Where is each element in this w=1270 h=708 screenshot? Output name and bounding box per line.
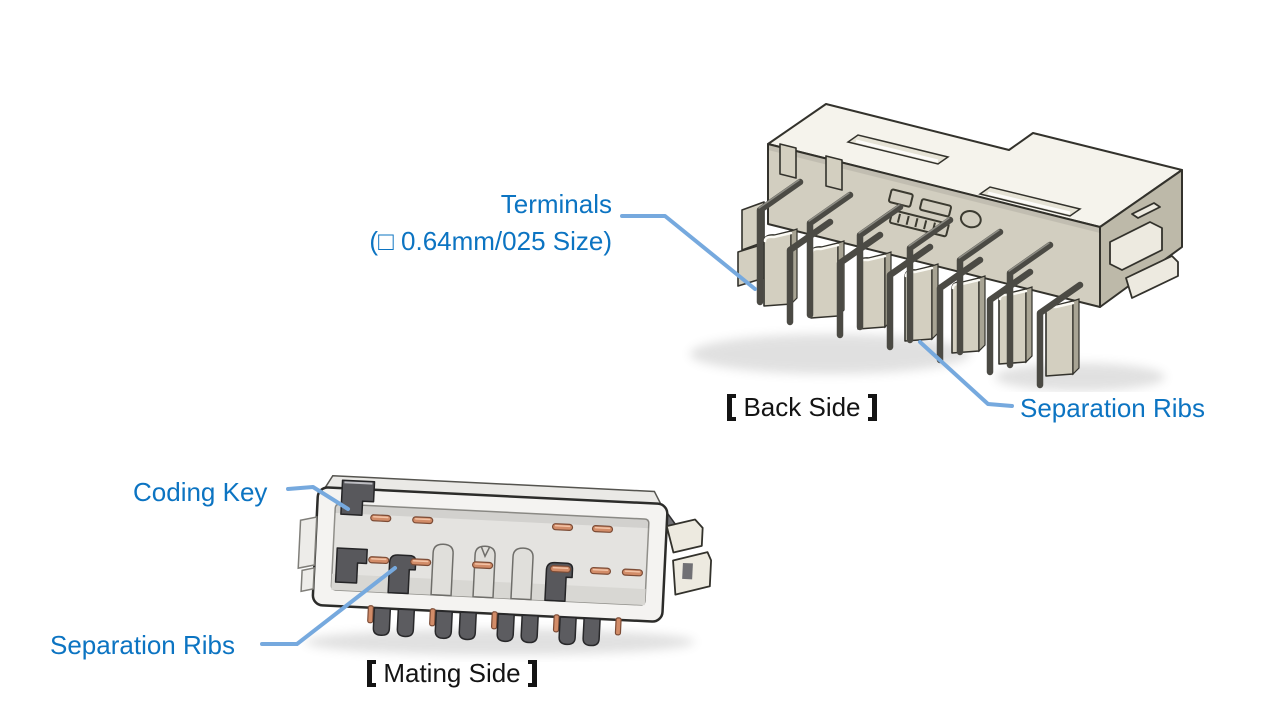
left-side-tabs (297, 516, 318, 593)
housing-leg (434, 610, 454, 640)
terminal-pin (956, 228, 1004, 356)
separation-ribs-mating-label: Separation Ribs (50, 630, 235, 660)
copper-pin (614, 617, 622, 636)
copper-pin (552, 614, 560, 633)
terminal-pin (936, 256, 984, 364)
separation-ribs-back-label: Separation Ribs (1020, 393, 1205, 423)
terminal-pin (836, 231, 884, 339)
lenticular-bracket-right-icon (867, 393, 877, 421)
copper-pin (429, 608, 436, 627)
drop-shadow (995, 363, 1165, 391)
coding-key-label: Coding Key (133, 477, 268, 507)
separation-rib (998, 286, 1033, 365)
mating-side-caption: Mating Side (352, 657, 552, 689)
terminal-pin (906, 216, 954, 344)
terminal-pin (756, 178, 804, 306)
terminals-label-line2: (□ 0.64mm/025 Size) (369, 226, 612, 256)
terminals-label-line1: Terminals (500, 189, 612, 219)
housing-leg (558, 616, 577, 646)
drop-shadow (690, 334, 970, 374)
housing-leg (582, 617, 601, 647)
lenticular-bracket-left-icon (367, 659, 377, 687)
copper-pins (368, 514, 643, 577)
terminal-pin (1006, 241, 1054, 369)
lenticular-bracket-left-icon (727, 393, 737, 421)
mating-side-connector-render (297, 474, 712, 655)
top-slots (846, 134, 1082, 217)
housing-leg (520, 614, 539, 644)
separation-rib (1045, 298, 1080, 377)
mating-side-caption-text: Mating Side (383, 658, 521, 688)
housing-leg (496, 613, 515, 643)
housing-leg (396, 608, 416, 638)
housing-leg (372, 607, 392, 637)
lenticular-bracket-right-icon (527, 659, 537, 687)
copper-pin (367, 605, 374, 624)
terminal-pin (856, 203, 904, 331)
back-side-connector-render (690, 103, 1183, 391)
terminal-pin (786, 218, 834, 326)
terminal-pin (806, 191, 854, 319)
copper-pin (490, 611, 498, 630)
separation-rib (472, 545, 496, 599)
terminals-label: Terminals (□ 0.64mm/025 Size) (369, 186, 612, 260)
latch (1109, 202, 1179, 299)
separation-rib (430, 543, 454, 597)
housing-leg (458, 611, 477, 641)
back-side-caption-text: Back Side (743, 392, 861, 422)
separation-rib (510, 547, 534, 601)
latch (665, 518, 712, 596)
terminal-pin (1036, 281, 1084, 389)
back-side-caption: Back Side (712, 391, 892, 423)
terminal-pin (886, 243, 934, 351)
